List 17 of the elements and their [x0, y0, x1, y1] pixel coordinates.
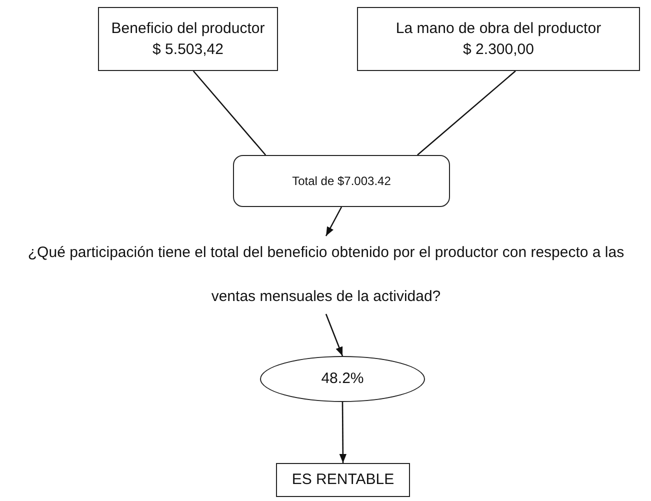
- amount-text: $ 2.300,00: [463, 40, 534, 60]
- question-text: ¿Qué participación tiene el total del beneficio obtenido por el productor con respecto a las ventas mensuales de la actividad?: [26, 243, 626, 307]
- node-label: ES RENTABLE: [292, 471, 394, 489]
- node-label: 48.2%: [321, 370, 364, 388]
- process-box: [357, 7, 640, 71]
- conclusion-box: [276, 463, 410, 497]
- connector-line: [417, 70, 516, 156]
- node-label: Total de $7.003.42: [292, 173, 391, 189]
- node-label: Beneficio del productor: [111, 19, 265, 39]
- arrow: [339, 402, 347, 463]
- rounded-box: [233, 155, 450, 207]
- arrow: [325, 206, 342, 236]
- arrow: [325, 314, 344, 356]
- connector-line: [192, 70, 266, 156]
- amount-text: $ 5.503,42: [152, 40, 224, 60]
- node-label: La mano de obra del productor: [396, 19, 602, 39]
- process-box: [98, 7, 278, 71]
